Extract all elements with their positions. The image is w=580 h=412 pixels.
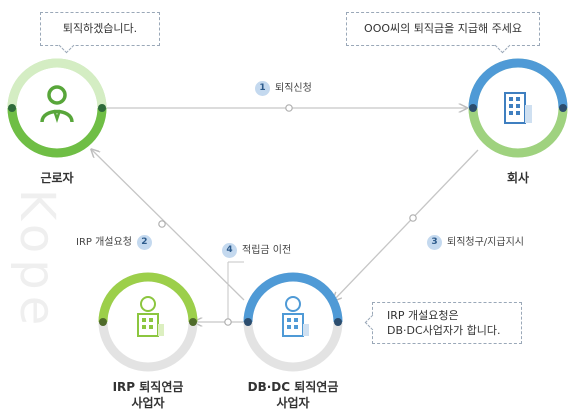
- step-label: 퇴직신청: [275, 82, 312, 94]
- bubble-text: OOO씨의 퇴직금을 지급해 주세요: [364, 22, 522, 35]
- step-number-badge: 2: [136, 235, 152, 250]
- label-company: 회사: [506, 171, 530, 185]
- bubble-text-line2: DB·DC사업자가 합니다.: [387, 324, 501, 337]
- node-dbdc: [243, 272, 343, 372]
- speech-bubble-worker: 퇴직하겠습니다.: [40, 12, 160, 54]
- arrow-dbdc-to-worker: [92, 150, 245, 301]
- line-dot: [158, 220, 166, 228]
- person-icon: [40, 85, 74, 123]
- step-label: 적립금 이전: [242, 244, 292, 256]
- building-icon: [504, 92, 532, 124]
- step-number-badge: 1: [255, 81, 270, 96]
- line-dot: [285, 104, 293, 112]
- label-dbdc-line2: 사업자: [276, 396, 310, 410]
- arrow-company-to-dbdc: [334, 149, 479, 300]
- node-irp: [98, 272, 198, 372]
- node-company: [468, 58, 568, 158]
- label-dbdc-line1: DB·DC 퇴직연금: [247, 380, 339, 394]
- step-label: IRP 개설요청: [76, 236, 132, 248]
- step-3: 3 퇴직청구/지급지시: [427, 235, 524, 250]
- label-dbdc: DB·DC 퇴직연금 사업자: [238, 379, 348, 411]
- step-number-badge: 3: [427, 235, 442, 250]
- speech-bubble-company: OOO씨의 퇴직금을 지급해 주세요: [346, 12, 540, 54]
- label-irp-line2: 사업자: [131, 396, 165, 410]
- speech-bubble-dbdc: IRP 개설요청은 DB·DC사업자가 합니다.: [364, 302, 522, 344]
- step-label: 퇴직청구/지급지시: [447, 236, 524, 248]
- step-number-badge: 4: [222, 243, 237, 258]
- bank-building-icon: [137, 296, 164, 337]
- bank-building-icon: [282, 296, 309, 337]
- step-2: IRP 개설요청 2: [76, 235, 152, 250]
- label-irp-line1: IRP 퇴직연금: [112, 380, 184, 394]
- line-dot: [409, 214, 417, 222]
- bubble-text-line1: IRP 개설요청은: [387, 309, 459, 322]
- step-4: 4 적립금 이전: [222, 243, 291, 258]
- node-worker: [7, 58, 107, 158]
- step-1: 1 퇴직신청: [255, 81, 312, 96]
- label-worker: 근로자: [40, 171, 74, 185]
- label-irp: IRP 퇴직연금 사업자: [98, 379, 198, 411]
- line-dot: [224, 318, 232, 326]
- bubble-text: 퇴직하겠습니다.: [62, 22, 138, 35]
